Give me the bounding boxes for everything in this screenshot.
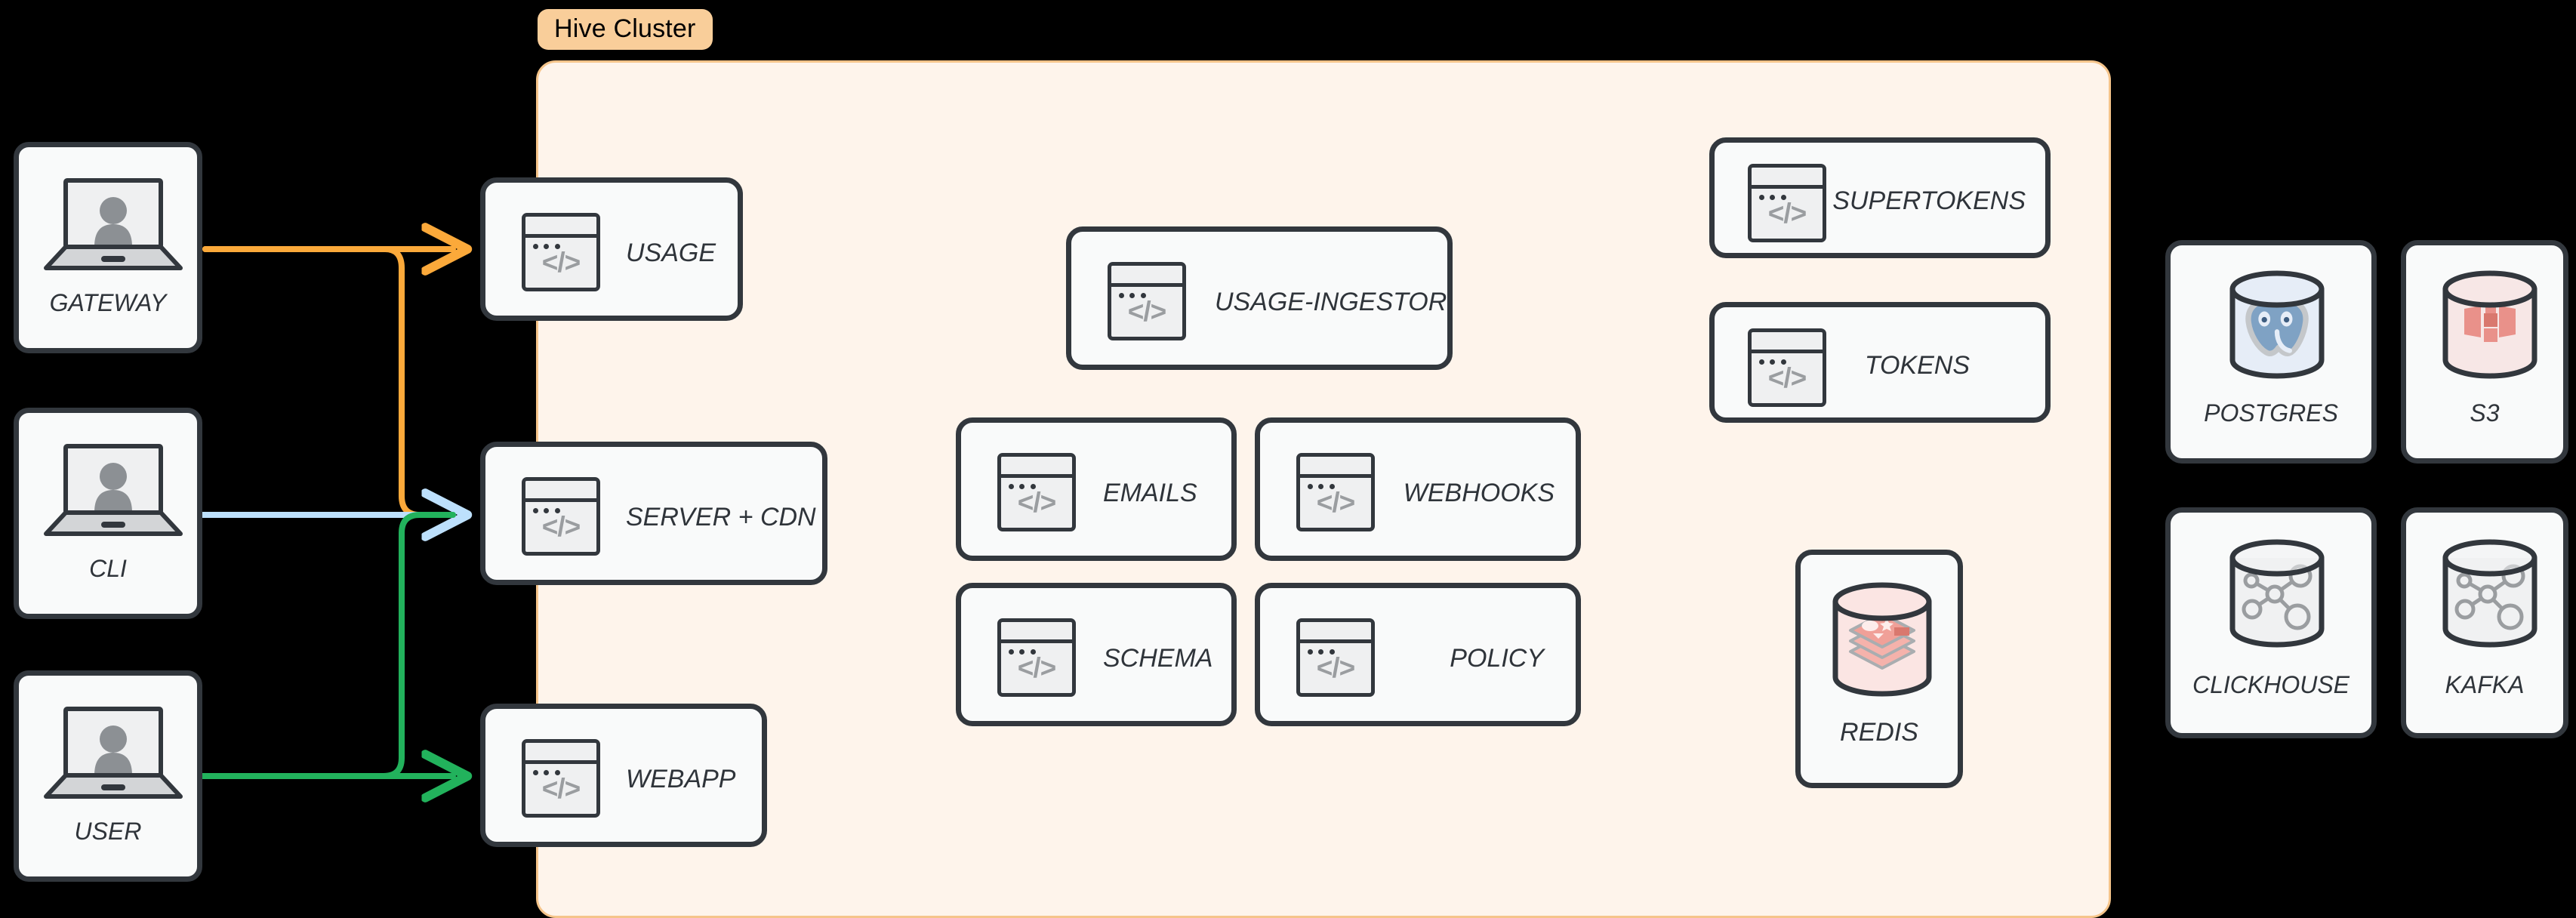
service-node-emails[interactable]: </> EMAILS	[956, 417, 1237, 561]
code-glyph: </>	[1017, 487, 1057, 519]
store-label: REDIS	[1840, 718, 1918, 747]
code-glyph: </>	[1017, 652, 1057, 684]
code-window-icon: </>	[522, 213, 600, 291]
store-node-clickhouse[interactable]: CLICKHOUSE	[2165, 507, 2377, 738]
service-node-policy[interactable]: </> POLICY	[1255, 583, 1581, 726]
code-window-icon: </>	[1108, 262, 1186, 340]
service-node-supertokens[interactable]: </> SUPERTOKENS	[1709, 137, 2051, 258]
client-label: CLI	[89, 555, 127, 582]
code-window-icon: </>	[1296, 453, 1375, 531]
code-glyph: </>	[1767, 198, 1807, 230]
code-glyph: </>	[1316, 652, 1356, 684]
store-label: CLICKHOUSE	[2192, 671, 2350, 698]
laptop-user-icon	[43, 442, 183, 540]
store-label: KAFKA	[2445, 671, 2525, 698]
store-label: POSTGRES	[2204, 399, 2338, 427]
code-glyph: </>	[541, 773, 581, 805]
code-window-icon: </>	[1296, 618, 1375, 697]
store-node-redis[interactable]: REDIS	[1795, 550, 1963, 788]
client-label: GATEWAY	[49, 289, 167, 316]
store-label: S3	[2470, 399, 2500, 427]
service-label: POLICY	[1450, 644, 1544, 673]
code-window-icon: </>	[1748, 164, 1826, 242]
service-label: TOKENS	[1864, 351, 1970, 380]
client-node-user[interactable]: USER	[14, 670, 202, 882]
graph-cylinder-icon	[2222, 538, 2332, 648]
service-node-webapp[interactable]: </> WEBAPP	[480, 704, 767, 847]
laptop-user-icon	[43, 704, 183, 802]
client-node-cli[interactable]: CLI	[14, 408, 202, 619]
service-node-tokens[interactable]: </> TOKENS	[1709, 302, 2051, 423]
service-node-usage[interactable]: </> USAGE	[480, 177, 743, 321]
code-glyph: </>	[541, 247, 581, 279]
service-label: EMAILS	[1103, 479, 1197, 507]
hive-cluster-badge: Hive Cluster	[538, 9, 713, 50]
code-window-icon: </>	[1748, 328, 1826, 407]
code-glyph: </>	[1316, 487, 1356, 519]
store-node-postgres[interactable]: POSTGRES	[2165, 240, 2377, 464]
service-node-server-cdn[interactable]: </> SERVER + CDN	[480, 442, 827, 585]
service-label: SCHEMA	[1103, 644, 1213, 673]
wire-user-server	[199, 512, 456, 779]
code-glyph: </>	[1767, 362, 1807, 394]
service-label: SUPERTOKENS	[1832, 186, 2026, 215]
store-node-kafka[interactable]: KAFKA	[2401, 507, 2568, 738]
laptop-user-icon	[43, 176, 183, 274]
graph-cylinder-icon	[2435, 538, 2545, 648]
service-label: USAGE	[626, 239, 716, 267]
client-label: USER	[74, 818, 142, 845]
service-label: USAGE-INGESTOR	[1215, 288, 1447, 316]
code-window-icon: </>	[997, 453, 1076, 531]
service-label: WEBAPP	[626, 765, 736, 793]
client-node-gateway[interactable]: GATEWAY	[14, 142, 202, 353]
code-window-icon: </>	[522, 477, 600, 556]
service-node-usage-ingestor[interactable]: </> USAGE-INGESTOR	[1066, 226, 1453, 370]
wire-gateway-server	[202, 246, 456, 518]
service-label: SERVER + CDN	[626, 503, 816, 531]
store-node-s3[interactable]: S3	[2401, 240, 2568, 464]
postgres-cylinder-icon	[2222, 270, 2332, 380]
service-node-webhooks[interactable]: </> WEBHOOKS	[1255, 417, 1581, 561]
redis-cylinder-icon	[1825, 582, 1940, 697]
code-window-icon: </>	[997, 618, 1076, 697]
s3-cylinder-icon	[2435, 270, 2545, 380]
service-node-schema[interactable]: </> SCHEMA	[956, 583, 1237, 726]
code-glyph: </>	[1127, 296, 1167, 328]
service-label: WEBHOOKS	[1403, 479, 1555, 507]
code-glyph: </>	[541, 511, 581, 543]
code-window-icon: </>	[522, 739, 600, 818]
